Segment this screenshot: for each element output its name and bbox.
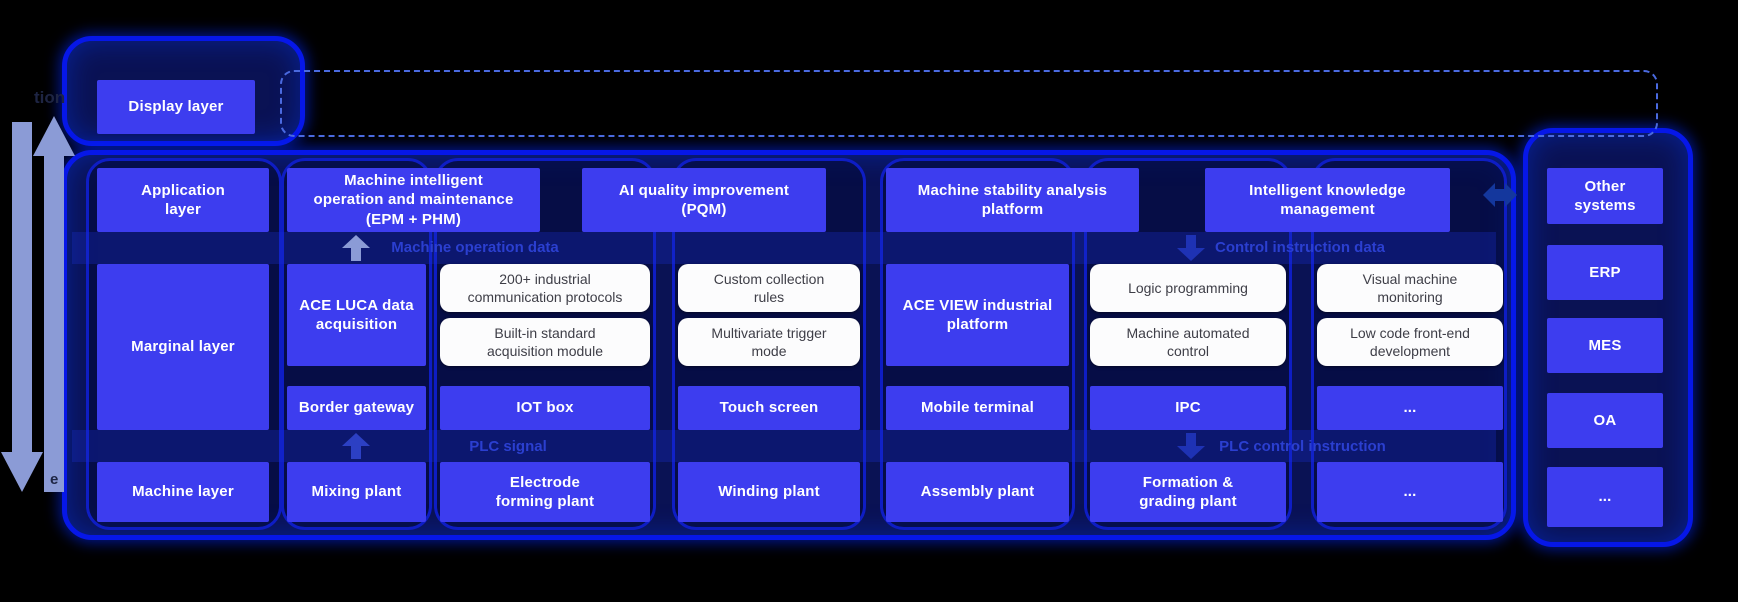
box-mes: MES [1547,318,1663,373]
box-winding-plant: Winding plant [678,462,860,522]
box-erp: ERP [1547,245,1663,300]
box-machine-automated: Machine automated control [1090,318,1286,366]
box-marginal-layer: Marginal layer [97,264,269,430]
box-ace-view: ACE VIEW industrial platform [886,264,1069,366]
up-arrow-icon [33,116,75,156]
box-pqm: AI quality improvement (PQM) [582,168,826,232]
plc-signal-label: PLC signal [469,438,547,455]
down-arrow-icon [1177,433,1205,459]
box-oa: OA [1547,393,1663,448]
box-ipc: IPC [1090,386,1286,430]
up-arrow-icon [342,433,370,459]
data-flow-band-top [72,232,1496,264]
plc-control-instruction-label: PLC control instruction [1219,438,1386,455]
box-protocols: 200+ industrial communication protocols [440,264,650,312]
data-flow-band-bottom [72,430,1496,462]
box-display-layer: Display layer [97,80,255,134]
box-external-ellipsis: ... [1547,467,1663,527]
box-visual-monitoring: Visual machine monitoring [1317,264,1503,312]
bidirectional-arrow-icon [1483,183,1517,207]
box-builtin-module: Built-in standard acquisition module [440,318,650,366]
box-ace-luca: ACE LUCA data acquisition [287,264,426,366]
box-border-gateway: Border gateway [287,386,426,430]
up-arrow-icon [342,235,370,261]
box-machine-layer: Machine layer [97,462,269,522]
down-arrow-shaft [12,122,32,454]
box-epm-phm: Machine intelligent operation and mainte… [287,168,540,232]
box-electrode-plant: Electrode forming plant [440,462,650,522]
box-touch-screen: Touch screen [678,386,860,430]
control-instruction-data-label: Control instruction data [1215,239,1385,256]
box-other-systems: Other systems [1547,168,1663,224]
cutoff-text-bottom: e [50,471,59,488]
box-mobile-terminal: Mobile terminal [886,386,1069,430]
box-gateway-ellipsis: ... [1317,386,1503,430]
box-mixing-plant: Mixing plant [287,462,426,522]
box-low-code: Low code front-end development [1317,318,1503,366]
box-stability-platform: Machine stability analysis platform [886,168,1139,232]
box-knowledge-management: Intelligent knowledge management [1205,168,1450,232]
box-machine-ellipsis: ... [1317,462,1503,522]
machine-operation-data-label: Machine operation data [391,239,559,256]
box-multivariate-trigger: Multivariate trigger mode [678,318,860,366]
up-arrow-shaft [44,154,64,492]
box-application-layer: Application layer [97,168,269,232]
box-assembly-plant: Assembly plant [886,462,1069,522]
display-row-dashed-area [280,70,1658,137]
down-arrow-icon [1,452,43,492]
box-custom-rules: Custom collection rules [678,264,860,312]
box-logic-programming: Logic programming [1090,264,1286,312]
box-iot-box: IOT box [440,386,650,430]
box-formation-plant: Formation & grading plant [1090,462,1286,522]
down-arrow-icon [1177,235,1205,261]
cutoff-text-top: tion [34,88,66,107]
